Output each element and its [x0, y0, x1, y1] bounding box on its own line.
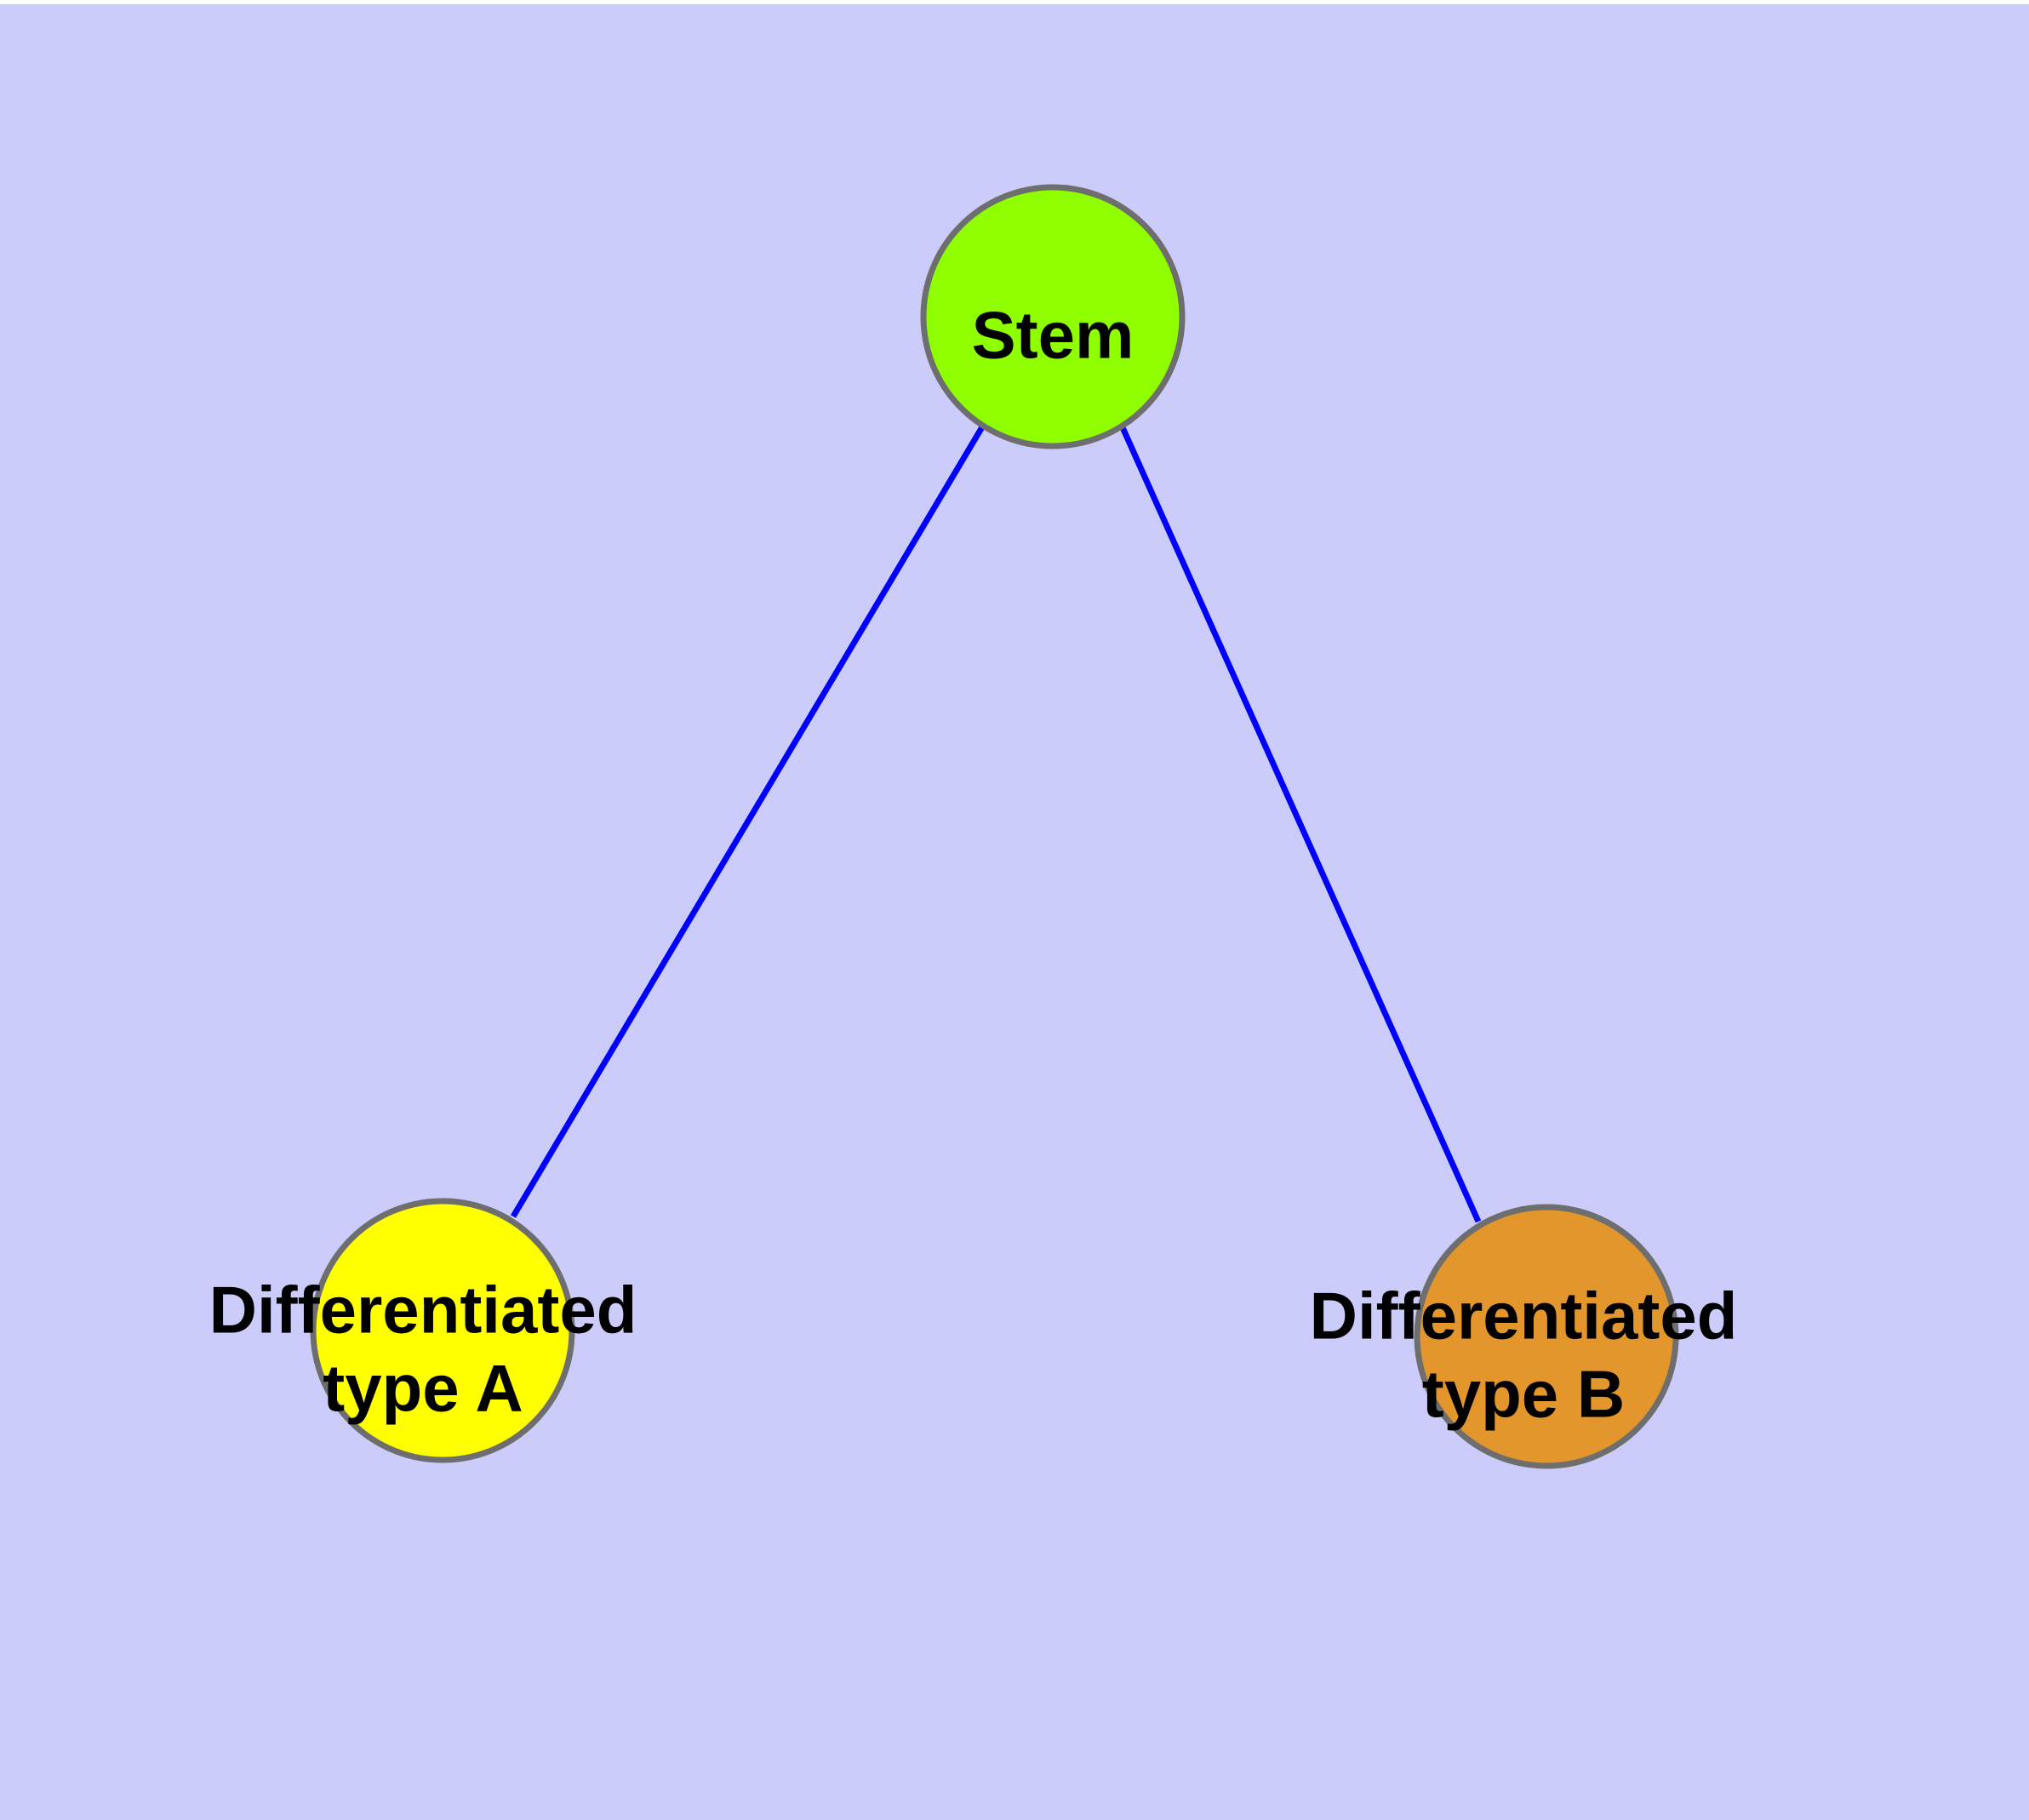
edge-stem-to-differentiated-type-b[interactable] — [1118, 424, 1482, 1223]
node-label-line: Differentiated — [209, 1272, 637, 1347]
node-label-line: Stem — [972, 297, 1135, 372]
edge-stem-to-differentiated-type-a[interactable] — [510, 424, 986, 1218]
node-label-line: type B — [1422, 1356, 1625, 1431]
edge-layer — [510, 424, 1482, 1223]
node-stem-label: Stem — [972, 297, 1135, 372]
node-differentiated-type-a-circle[interactable] — [310, 1198, 575, 1463]
node-label-line: Differentiated — [1310, 1278, 1738, 1353]
node-stem-circle[interactable] — [920, 184, 1186, 449]
node-label-line: type A — [323, 1350, 523, 1425]
node-differentiated-type-b-circle[interactable] — [1414, 1204, 1679, 1469]
node-layer — [310, 184, 1679, 1469]
canvas-top-margin — [0, 0, 2029, 4]
